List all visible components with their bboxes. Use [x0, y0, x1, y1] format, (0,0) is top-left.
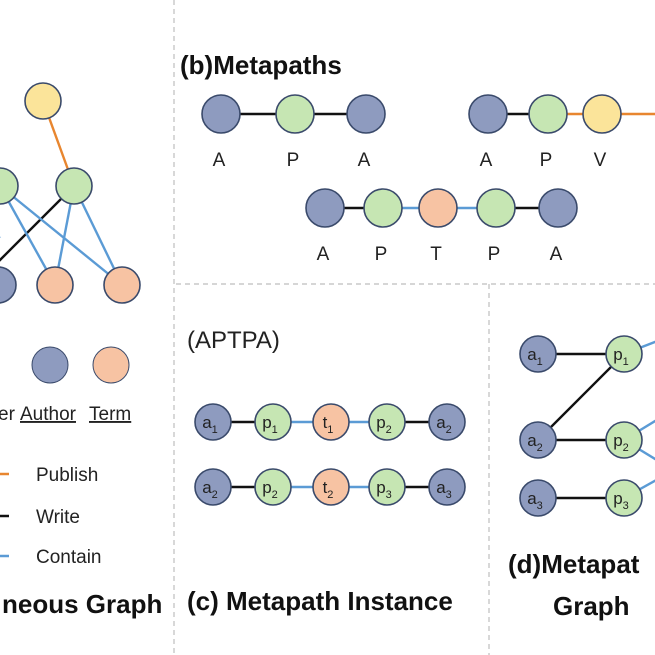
legend-write-label: Write — [36, 507, 80, 528]
metapath-label: P — [375, 244, 388, 265]
instance-node-t2 — [312, 468, 350, 506]
author-node-label: a3 — [527, 489, 543, 512]
legend-author-node — [31, 346, 69, 384]
metapath-label: A — [317, 244, 330, 265]
paper-node-p2 — [605, 421, 643, 459]
contain-edge — [0, 185, 57, 286]
instance-node-label: a2 — [202, 478, 218, 501]
metapath-label: T — [430, 244, 442, 265]
term-node — [36, 266, 74, 304]
metapath-label: A — [550, 244, 563, 265]
legend-publish-label: Publish — [36, 465, 98, 486]
legend-author-label: Author — [20, 404, 77, 425]
panel-c-title: (c) Metapath Instance — [187, 586, 453, 616]
metapath-label: V — [594, 150, 607, 171]
panel-c-subtitle: (APTPA) — [187, 327, 280, 354]
author-node — [0, 266, 17, 304]
instance-node-p1 — [254, 403, 292, 441]
instance-node-label: p1 — [262, 413, 278, 436]
metapath-label: P — [287, 150, 300, 171]
legend-term-node — [92, 346, 130, 384]
instance-node-label: p2 — [376, 413, 392, 436]
metapath-label: A — [480, 150, 493, 171]
instance-node-label: a1 — [202, 413, 218, 436]
instance-node-p2 — [254, 468, 292, 506]
venue-node — [24, 82, 62, 120]
instance-node-label: a3 — [436, 478, 452, 501]
metapath-label: A — [358, 150, 371, 171]
metapath-node-p — [363, 188, 403, 228]
author-node-label: a1 — [527, 345, 543, 368]
metapath-node-p — [275, 94, 315, 134]
instance-node-p2 — [368, 403, 406, 441]
panel-d-title-line2: Graph — [553, 591, 630, 621]
metapath-label: P — [540, 150, 553, 171]
author-node-a3 — [519, 479, 557, 517]
metapath-node-a — [305, 188, 345, 228]
paper-node-label: p1 — [613, 345, 629, 368]
instance-node-label: p3 — [376, 478, 392, 501]
instance-node-t1 — [312, 403, 350, 441]
metapath-node-a — [538, 188, 578, 228]
instance-node-a1 — [194, 403, 232, 441]
edge-legend: Publish Write Contain — [0, 465, 102, 568]
paper-node-label: p3 — [613, 489, 629, 512]
author-node-a2 — [519, 421, 557, 459]
instance-node-label: a2 — [436, 413, 452, 436]
metapath-node-t — [418, 188, 458, 228]
metapath-node-a — [346, 94, 386, 134]
instance-node-label: t2 — [323, 478, 334, 501]
instance-node-label: t1 — [323, 413, 334, 436]
paper-node-p1 — [605, 335, 643, 373]
metapath-label: P — [488, 244, 501, 265]
instance-node-a3 — [428, 468, 466, 506]
legend-term-label: Term — [89, 404, 131, 425]
contain-edge — [0, 185, 123, 286]
panel-a: er Author Term Publish Write Contain neo… — [0, 82, 162, 619]
paper-node-p3 — [605, 479, 643, 517]
instance-node-a2 — [428, 403, 466, 441]
legend-contain-label: Contain — [36, 547, 102, 568]
metapath-node-a — [468, 94, 508, 134]
panel-b-title: (b)Metapaths — [180, 50, 342, 80]
legend-paper-label: er — [0, 404, 16, 425]
author-node-label: a2 — [527, 431, 543, 454]
panel-d: a1 a2 a3 p1 p2 p3 (d)Metapat Graph — [508, 335, 655, 621]
instance-node-label: p2 — [262, 478, 278, 501]
panel-c: (APTPA) a1 p1 t1 p2 a2 a2 p2 t2 p3 a3 (c) Metapat… — [187, 327, 466, 616]
panel-b: (b)Metapaths A P A A P V A P T P A — [180, 50, 655, 265]
metapath-node-p — [476, 188, 516, 228]
metapath-node-a — [201, 94, 241, 134]
instance-node-a2 — [194, 468, 232, 506]
metapath-node-v — [582, 94, 622, 134]
panel-a-title: neous Graph — [2, 589, 162, 619]
instance-row2: a2 p2 t2 p3 a3 — [194, 468, 466, 506]
metapath-label: A — [213, 150, 226, 171]
metapath-node-p — [528, 94, 568, 134]
node-legend: er Author Term — [0, 346, 131, 425]
write-edge — [537, 353, 625, 441]
term-node — [103, 266, 141, 304]
paper-node — [0, 167, 19, 205]
paper-node-label: p2 — [613, 431, 629, 454]
instance-node-p3 — [368, 468, 406, 506]
paper-node — [55, 167, 93, 205]
author-node-a1 — [519, 335, 557, 373]
panel-d-title-line1: (d)Metapat — [508, 549, 640, 579]
instance-row1: a1 p1 t1 p2 a2 — [194, 403, 466, 441]
